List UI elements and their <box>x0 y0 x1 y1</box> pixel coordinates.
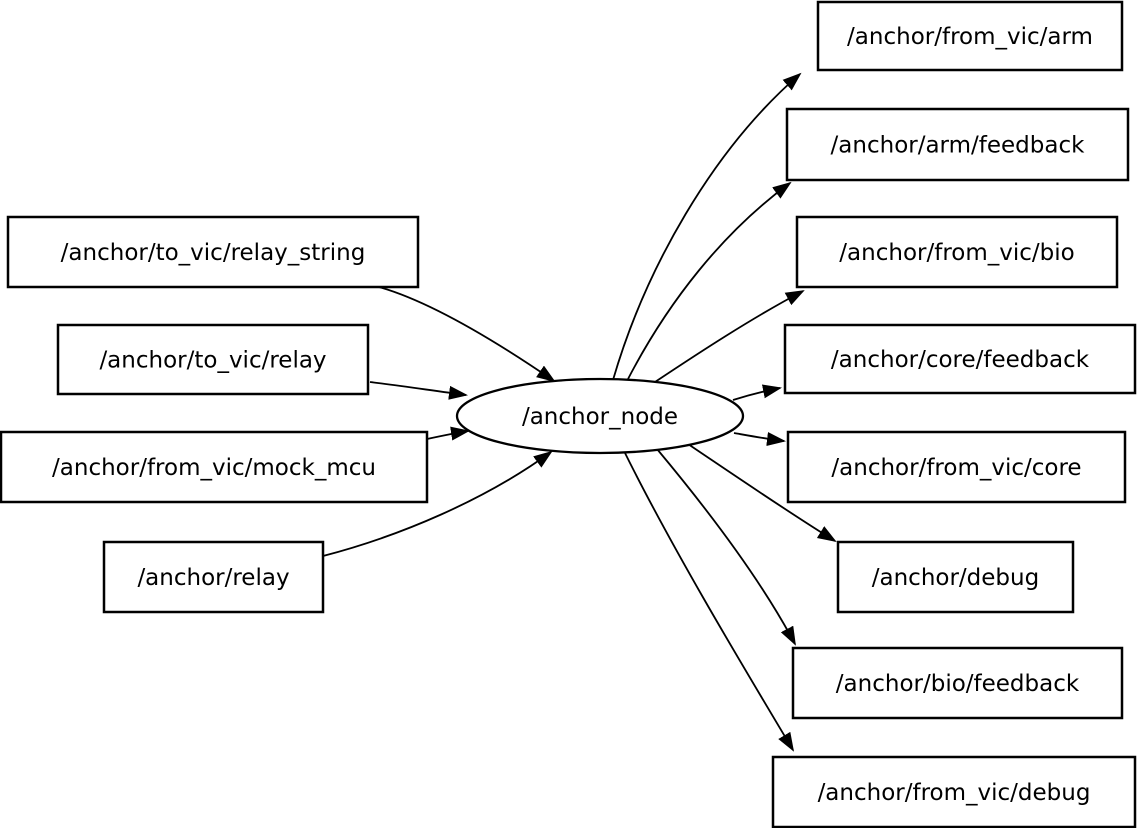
topic-box-bio_feedback[interactable]: /anchor/bio/feedback <box>791 646 1124 720</box>
topic-box-core_feedback[interactable]: /anchor/core/feedback <box>783 323 1137 395</box>
node-ellipse-anchor_node[interactable]: /anchor_node <box>455 377 745 455</box>
topic-box-rect[interactable] <box>836 540 1075 614</box>
topic-box-rect[interactable] <box>785 107 1130 182</box>
edge-to_vic_relay-to-anchor_node <box>369 381 468 400</box>
topic-box-arm_feedback[interactable]: /anchor/arm/feedback <box>785 107 1130 182</box>
topic-label: /anchor/to_vic/relay_string <box>61 240 366 266</box>
edge-anchor_node-to-anchor_debug <box>687 443 837 543</box>
topic-box-rect[interactable] <box>816 0 1124 72</box>
edge-layer <box>322 72 837 752</box>
topic-label: /anchor/debug <box>872 565 1039 591</box>
topic-box-rect[interactable] <box>6 215 420 289</box>
topic-box-rect[interactable] <box>56 323 370 396</box>
topic-label: /anchor/arm/feedback <box>831 133 1086 159</box>
node-ellipse-shape[interactable] <box>455 377 745 455</box>
topic-box-rect[interactable] <box>102 540 325 614</box>
topic-box-anchor_debug[interactable]: /anchor/debug <box>836 540 1075 614</box>
topic-box-rect[interactable] <box>786 430 1127 504</box>
topic-box-to_vic_relay_string[interactable]: /anchor/to_vic/relay_string <box>6 215 420 289</box>
edge-to_vic_relay_string-to-anchor_node <box>378 286 556 383</box>
edge-from_vic_mock_mcu-to-anchor_node <box>426 426 470 441</box>
topic-box-rect[interactable] <box>783 323 1137 395</box>
edge-anchor_node-to-arm_feedback <box>627 181 792 380</box>
topic-label: /anchor/from_vic/arm <box>847 24 1093 50</box>
topic-box-anchor_relay[interactable]: /anchor/relay <box>102 540 325 614</box>
topic-label: /anchor/to_vic/relay <box>99 348 326 374</box>
topic-box-from_vic_mock_mcu[interactable]: /anchor/from_vic/mock_mcu <box>0 430 429 504</box>
edge-anchor_node-to-from_vic_debug <box>623 450 795 752</box>
edge-anchor_node-to-from_vic_arm <box>612 72 802 381</box>
topic-box-from_vic_core[interactable]: /anchor/from_vic/core <box>786 430 1127 504</box>
topic-box-rect[interactable] <box>791 646 1124 720</box>
node-label: /anchor_node <box>522 404 678 430</box>
edge-anchor_node-to-core_feedback <box>732 384 782 401</box>
topic-label: /anchor/from_vic/bio <box>839 240 1074 266</box>
topic-box-from_vic_debug[interactable]: /anchor/from_vic/debug <box>771 755 1137 828</box>
topic-box-rect[interactable] <box>771 755 1137 828</box>
topic-label: /anchor/from_vic/debug <box>818 780 1091 806</box>
topic-box-from_vic_arm[interactable]: /anchor/from_vic/arm <box>816 0 1124 72</box>
topic-box-rect[interactable] <box>795 215 1119 289</box>
edge-anchor_node-to-bio_feedback <box>656 448 796 646</box>
edge-anchor_relay-to-anchor_node <box>322 450 553 557</box>
edge-anchor_node-to-from_vic_core <box>733 432 786 446</box>
topic-box-rect[interactable] <box>0 430 429 504</box>
topic-label: /anchor/bio/feedback <box>836 671 1080 697</box>
topic-label: /anchor/relay <box>137 565 289 591</box>
topic-label: /anchor/core/feedback <box>831 347 1090 373</box>
topic-label: /anchor/from_vic/mock_mcu <box>52 455 376 481</box>
topic-box-to_vic_relay[interactable]: /anchor/to_vic/relay <box>56 323 370 396</box>
topic-box-from_vic_bio[interactable]: /anchor/from_vic/bio <box>795 215 1119 289</box>
topic-label: /anchor/from_vic/core <box>831 455 1081 481</box>
edge-anchor_node-to-from_vic_bio <box>651 290 805 385</box>
